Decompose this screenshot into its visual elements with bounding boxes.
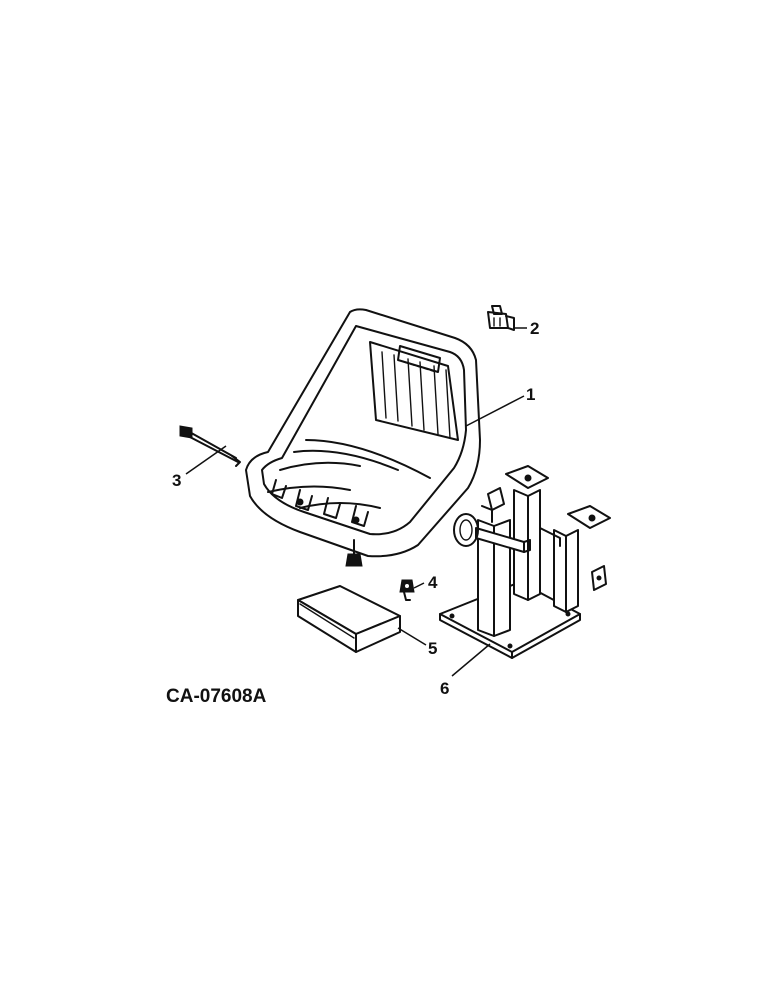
callout-6: 6 — [440, 679, 449, 698]
callout-4: 4 — [428, 573, 438, 592]
nut-part[interactable] — [399, 579, 415, 601]
seat-support-frame-part[interactable] — [439, 465, 611, 659]
clip-part[interactable] — [487, 305, 515, 331]
callout-1: 1 — [526, 385, 535, 404]
seat-pan-part[interactable] — [245, 308, 481, 567]
leader-lines — [185, 327, 527, 677]
callout-3: 3 — [172, 471, 181, 490]
cushion-pad-part[interactable] — [297, 585, 401, 653]
callout-2: 2 — [530, 319, 539, 338]
callout-5: 5 — [428, 639, 437, 658]
drawing-code-label: CA-07608A — [166, 686, 267, 707]
callout-labels: 1 2 3 4 5 6 — [172, 319, 539, 698]
rod-part[interactable] — [179, 425, 241, 467]
